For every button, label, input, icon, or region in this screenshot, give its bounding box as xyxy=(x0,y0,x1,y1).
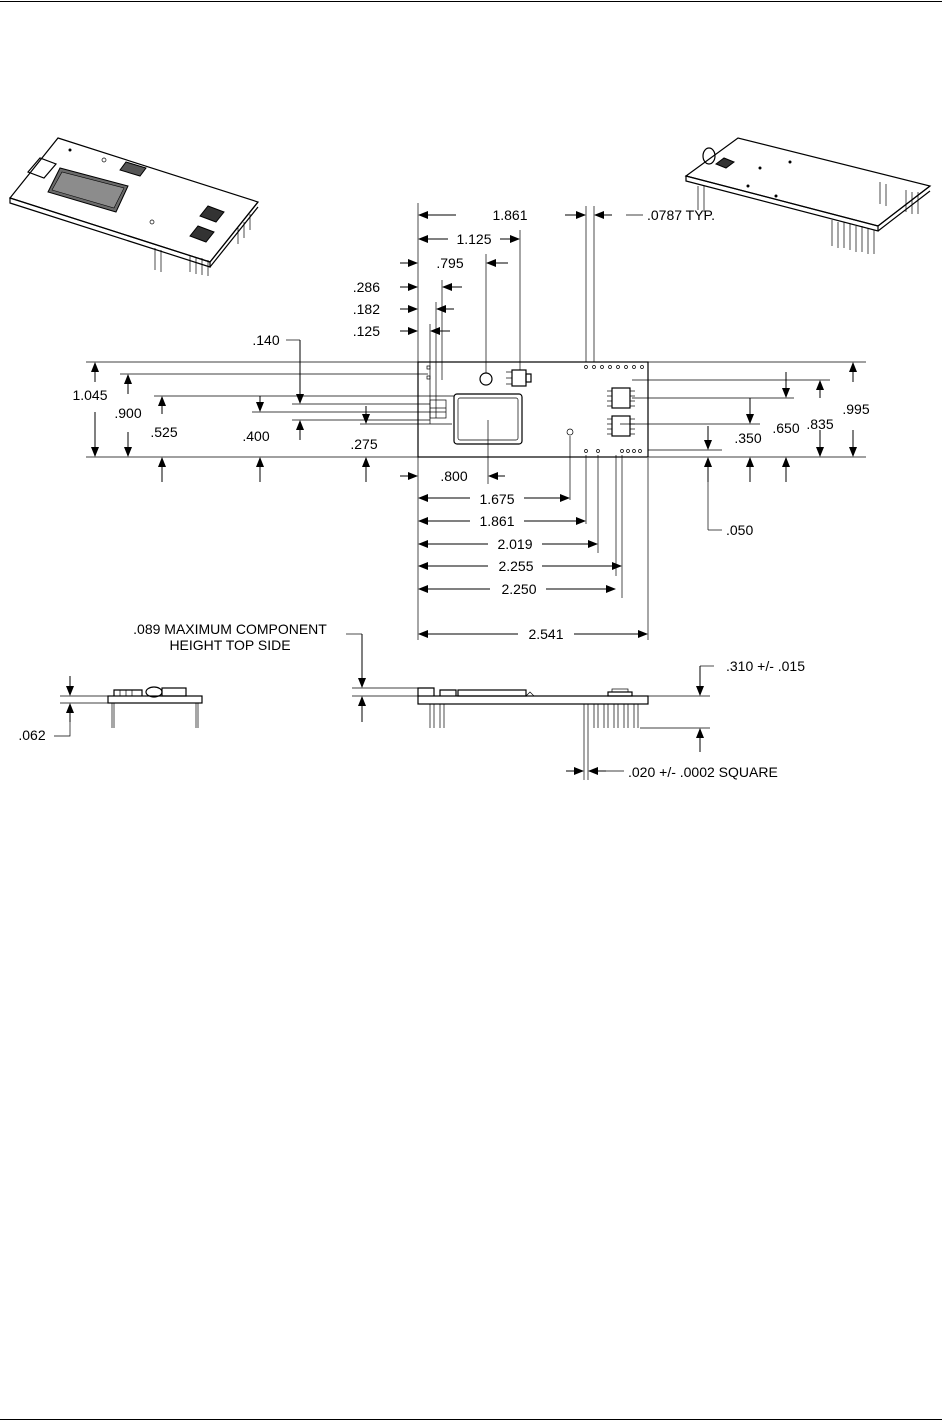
dim-1125: 1.125 xyxy=(456,231,491,247)
dim-1861-top: 1.861 xyxy=(492,207,527,223)
dim-286: .286 xyxy=(353,279,380,295)
dim-020-square: .020 +/- .0002 SQUARE xyxy=(628,764,778,780)
dim-050: .050 xyxy=(726,522,753,538)
dim-0787-typ: .0787 TYP. xyxy=(647,207,715,223)
dim-310-tolerance: .310 +/- .015 xyxy=(726,658,805,674)
dimension-arrows-bottom xyxy=(400,476,647,634)
extension-lines xyxy=(86,203,866,640)
dim-275: .275 xyxy=(350,436,377,452)
dimension-arrows-top xyxy=(286,215,643,440)
dim-2250: 2.250 xyxy=(501,581,536,597)
dim-795: .795 xyxy=(436,255,463,271)
dim-182: .182 xyxy=(353,301,380,317)
component-height-note-line2: HEIGHT TOP SIDE xyxy=(169,637,290,653)
dim-350: .350 xyxy=(734,430,761,446)
dim-2019: 2.019 xyxy=(497,536,532,552)
dim-140: .140 xyxy=(252,332,279,348)
dim-995: .995 xyxy=(842,401,869,417)
side-view-long xyxy=(346,634,714,780)
dim-525: .525 xyxy=(150,424,177,440)
dim-900: .900 xyxy=(114,405,141,421)
dimension-arrows-left xyxy=(95,363,366,482)
dim-1045: 1.045 xyxy=(72,387,107,403)
isometric-view-bottom xyxy=(686,138,930,254)
dimension-arrows-right xyxy=(708,363,853,530)
dim-2541: 2.541 xyxy=(528,626,563,642)
dim-835: .835 xyxy=(806,416,833,432)
dim-2255: 2.255 xyxy=(498,558,533,574)
side-view-end xyxy=(54,676,202,736)
component-height-note-line1: .089 MAXIMUM COMPONENT xyxy=(133,621,327,637)
dim-1861-bottom: 1.861 xyxy=(479,513,514,529)
dim-062: .062 xyxy=(18,727,45,743)
dim-650: .650 xyxy=(772,420,799,436)
top-plan-view xyxy=(418,362,648,457)
dim-400: .400 xyxy=(242,428,269,444)
dim-125: .125 xyxy=(353,323,380,339)
dim-800: .800 xyxy=(440,468,467,484)
dim-1675: 1.675 xyxy=(479,491,514,507)
isometric-view-top xyxy=(10,138,258,276)
